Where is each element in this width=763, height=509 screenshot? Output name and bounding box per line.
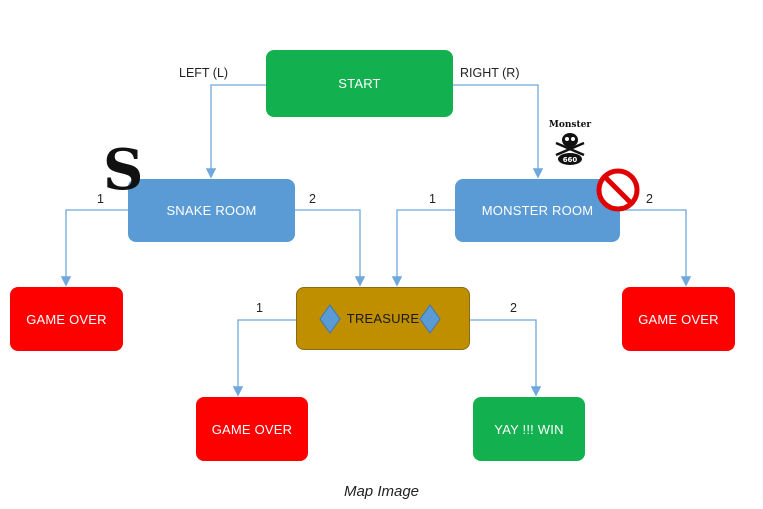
node-win: YAY !!! WIN: [473, 397, 585, 461]
node-treasure-label: TREASURE: [346, 311, 420, 326]
edge-treasure-to-gameover: [232, 319, 296, 397]
edge-monster-to-gameover: [620, 209, 692, 287]
node-snake-room: SNAKE ROOM: [128, 179, 295, 242]
node-game-over-right: GAME OVER: [622, 287, 735, 351]
diamond-icon: [419, 304, 441, 334]
node-win-label: YAY !!! WIN: [494, 421, 564, 437]
edge-treasure-to-win: [470, 319, 542, 397]
node-game-over-left-label: GAME OVER: [26, 311, 107, 327]
edge-label-snake-2: 2: [309, 192, 316, 206]
node-game-over-right-label: GAME OVER: [638, 311, 719, 327]
edge-monster-to-treasure: [391, 209, 455, 287]
no-entry-sign-icon: [596, 168, 640, 212]
edge-label-treasure-2: 2: [510, 301, 517, 315]
snake-s-icon: S: [103, 137, 144, 203]
edge-start-to-monster: [453, 84, 544, 179]
node-game-over-left: GAME OVER: [10, 287, 123, 351]
edge-label-monster-1: 1: [429, 192, 436, 206]
diamond-icon: [319, 304, 341, 334]
figure-caption: Map Image: [343, 483, 420, 500]
edge-label-left: LEFT (L): [179, 66, 229, 80]
edge-label-treasure-1: 1: [256, 301, 263, 315]
edge-label-snake-1: 1: [97, 192, 104, 206]
node-treasure: TREASURE: [296, 287, 470, 350]
node-start: START: [266, 50, 453, 117]
edge-start-to-snake: [205, 84, 266, 179]
node-game-over-bottom: GAME OVER: [196, 397, 308, 461]
edge-label-right: RIGHT (R): [460, 66, 520, 80]
svg-text:Monster: Monster: [549, 120, 591, 130]
edge-snake-to-treasure: [295, 209, 366, 287]
node-monster-room-label: MONSTER ROOM: [481, 203, 594, 218]
svg-text:660: 660: [563, 156, 578, 164]
node-start-label: START: [338, 76, 381, 91]
edge-snake-to-gameover: [60, 209, 128, 287]
monster-skull-badge-icon: Monster 660: [549, 120, 591, 165]
node-snake-room-label: SNAKE ROOM: [166, 203, 257, 218]
edge-label-monster-2: 2: [646, 192, 653, 206]
node-monster-room: MONSTER ROOM: [455, 179, 620, 242]
node-game-over-bottom-label: GAME OVER: [211, 421, 293, 437]
